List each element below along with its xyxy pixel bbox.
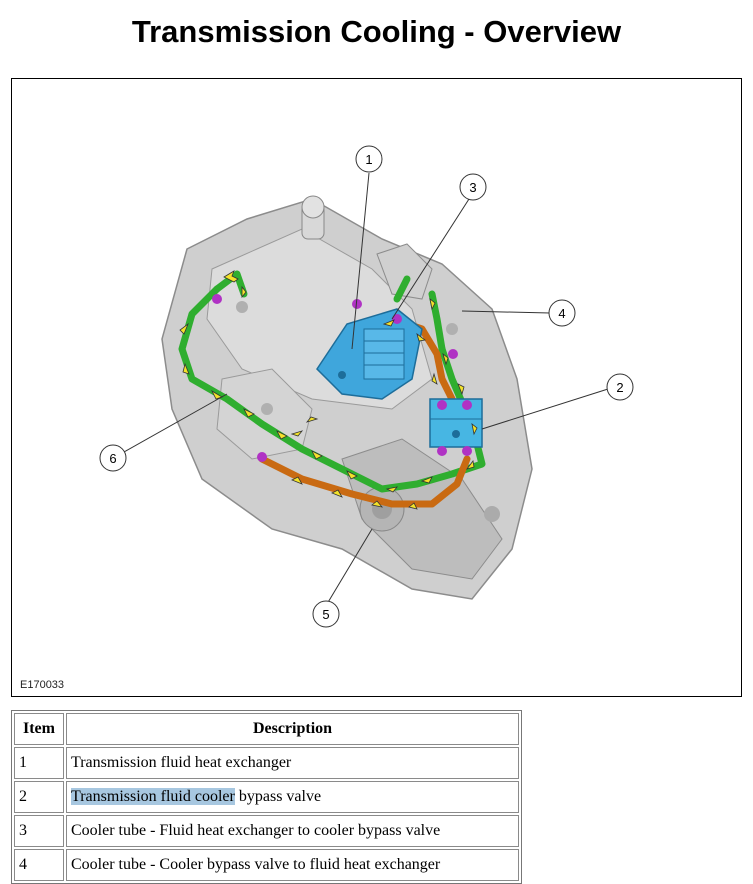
transmission-illustration: 1 3 4 2 5 6 [99, 145, 634, 628]
parts-table: Item Description 1 Transmission fluid he… [11, 710, 522, 884]
page-title: Transmission Cooling - Overview [131, 14, 622, 49]
callout-5: 5 [312, 600, 340, 628]
item-column-header: Item [14, 713, 64, 745]
tube-fittings [212, 294, 472, 462]
description-cell: Transmission fluid cooler bypass valve [66, 781, 519, 813]
table-header-row: Item Description [14, 713, 519, 745]
description-text: bypass valve [234, 788, 322, 805]
leader-lines [123, 172, 609, 605]
svg-text:2: 2 [616, 380, 623, 395]
table-row: 3 Cooler tube - Fluid heat exchanger to … [14, 815, 519, 847]
heat-exchanger [316, 308, 423, 400]
item-cell: 3 [14, 815, 64, 847]
description-cell: Cooler tube - Fluid heat exchanger to co… [66, 815, 519, 847]
description-cell: Cooler tube - Cooler bypass valve to flu… [66, 849, 519, 881]
figure-id: E170033 [20, 679, 65, 691]
callout-1: 1 [355, 145, 383, 173]
highlighted-text: Transmission fluid cooler [71, 788, 235, 805]
description-cell: Transmission fluid heat exchanger [66, 747, 519, 779]
svg-text:6: 6 [109, 451, 116, 466]
svg-text:1: 1 [365, 152, 372, 167]
table-row: 2 Transmission fluid cooler bypass valve [14, 781, 519, 813]
callout-4: 4 [548, 299, 576, 327]
item-cell: 4 [14, 849, 64, 881]
item-cell: 2 [14, 781, 64, 813]
svg-text:5: 5 [322, 607, 329, 622]
svg-text:4: 4 [558, 306, 565, 321]
table-row: 4 Cooler tube - Cooler bypass valve to f… [14, 849, 519, 881]
callout-2: 2 [606, 373, 634, 401]
flow-arrows [179, 270, 478, 510]
table-row: 1 Transmission fluid heat exchanger [14, 747, 519, 779]
illustration-frame: 1 3 4 2 5 6 E170033 [11, 78, 742, 697]
svg-text:3: 3 [469, 180, 476, 195]
item-cell: 1 [14, 747, 64, 779]
callout-6: 6 [99, 444, 127, 472]
description-column-header: Description [66, 713, 519, 745]
callout-3: 3 [459, 173, 487, 201]
